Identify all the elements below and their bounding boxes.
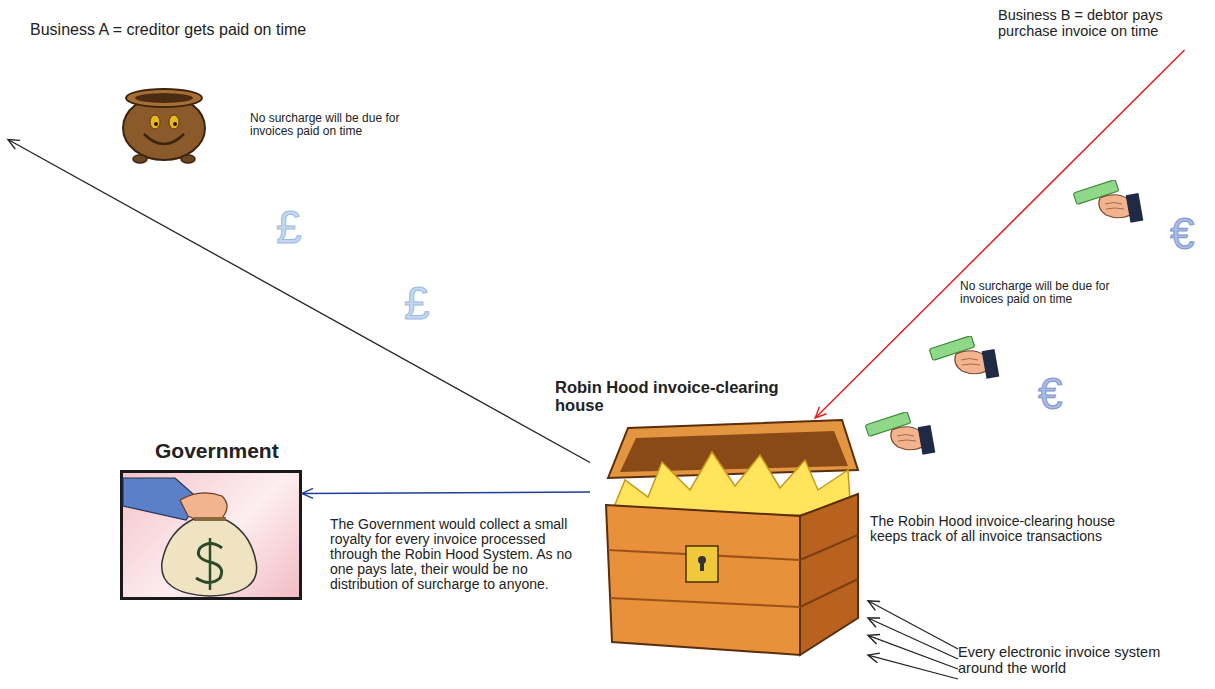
treasure-chest — [610, 598, 800, 607]
government-node: Government — [120, 470, 302, 600]
pot-illustration — [123, 96, 205, 160]
treasure-chest — [606, 420, 858, 655]
treasure-chest — [612, 452, 850, 515]
pot-illustration — [123, 89, 205, 163]
treasure-chest — [800, 579, 858, 607]
currency-symbol: £ — [276, 204, 302, 250]
pot-illustration — [133, 155, 147, 163]
flow-arrow — [868, 618, 958, 659]
clearing-house-node: Robin Hood invoice-clearing house — [590, 418, 868, 665]
pot-illustration — [169, 115, 179, 129]
pot-illustration — [135, 93, 193, 103]
node-heading: Government — [155, 439, 325, 462]
flow-arrow — [302, 492, 590, 493]
treasure-chest — [606, 505, 800, 655]
debtor-node: Business B = debtor pays purchase invoic… — [998, 8, 1203, 50]
flow-arrow — [868, 601, 958, 649]
pot-illustration — [154, 122, 158, 126]
treasure-chest — [608, 550, 800, 560]
pot-illustration — [144, 134, 184, 144]
pot-illustration — [126, 89, 202, 107]
treasure-chest — [800, 494, 858, 655]
currency-symbol: € — [1038, 372, 1062, 416]
note-text: No surcharge will be due for invoices pa… — [250, 112, 410, 138]
node-text: Business A = creditor gets paid on time — [30, 21, 330, 39]
node-text: Business B = debtor pays purchase invoic… — [998, 8, 1203, 40]
treasure-chest — [608, 420, 858, 478]
pot-illustration — [150, 115, 160, 129]
pot-illustration — [173, 122, 177, 126]
description-text: The Robin Hood invoice-clearing house ke… — [870, 514, 1130, 545]
treasure-chest — [620, 431, 848, 472]
pot-illustration — [181, 155, 195, 163]
currency-symbol: £ — [404, 280, 430, 326]
hand-with-money — [865, 411, 935, 454]
treasure-chest — [800, 535, 858, 560]
node-text: Every electronic invoice system around t… — [958, 645, 1180, 677]
flow-arrow — [8, 139, 590, 462]
treasure-chest — [686, 546, 718, 582]
note-text: No surcharge will be due for invoices pa… — [960, 280, 1120, 306]
node-heading: Robin Hood invoice-clearing house — [555, 378, 795, 414]
hand-with-money — [929, 335, 999, 378]
edge-label: The Government would collect a small roy… — [330, 517, 580, 593]
treasure-chest — [700, 560, 704, 571]
hand-with-money — [1073, 179, 1143, 222]
flow-arrow — [815, 50, 1184, 418]
invoice-source-node: Every electronic invoice system around t… — [958, 645, 1180, 685]
flow-arrow — [868, 655, 958, 679]
currency-symbol: € — [1170, 212, 1194, 256]
flow-arrow — [868, 635, 958, 669]
treasure-chest — [698, 556, 706, 564]
